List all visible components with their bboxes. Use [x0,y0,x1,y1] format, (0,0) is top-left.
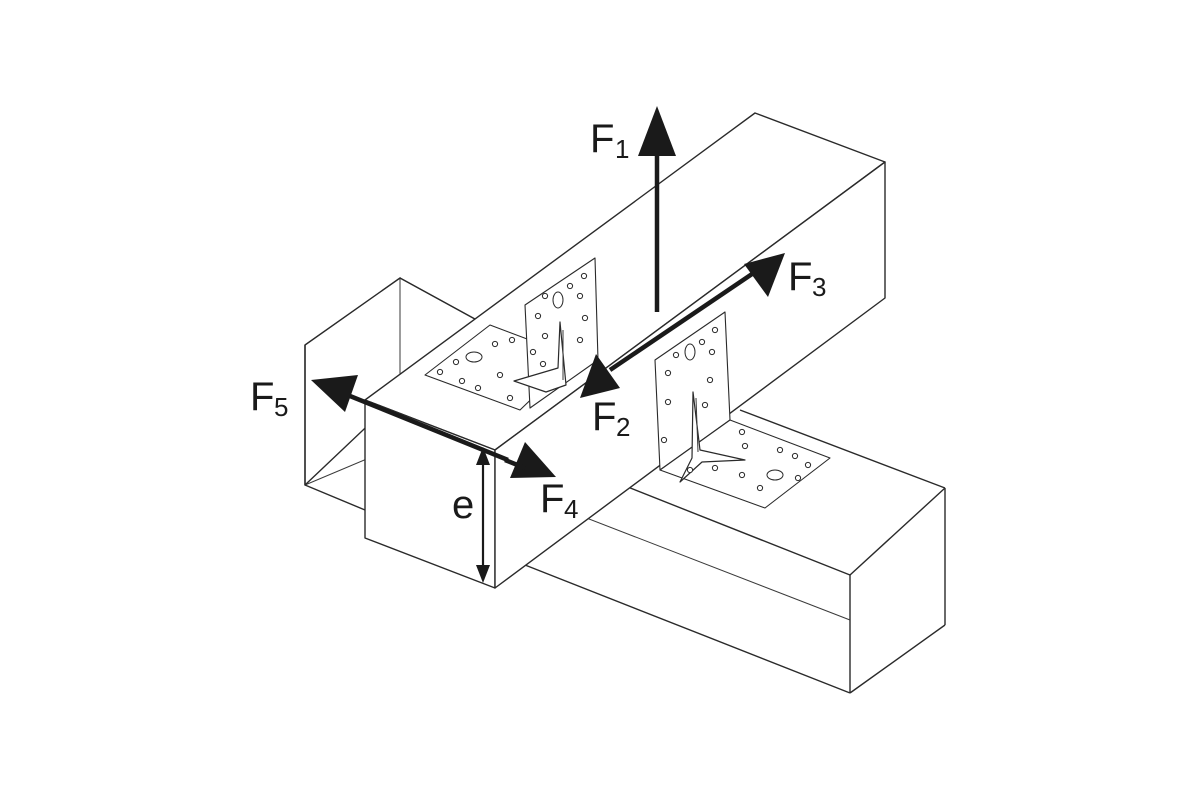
label-f3: F 3 [788,255,826,302]
label-e: e [452,483,474,527]
label-f4: F 4 [540,477,578,524]
force-arrow-f3 [608,253,785,372]
label-f1-main: F [590,117,614,161]
label-f5: F 5 [250,375,288,422]
bracket-holes [436,272,589,402]
label-f4-main: F [540,477,564,521]
force-arrow-f5 [311,375,509,463]
right-angle-bracket [654,311,831,509]
label-f3-main: F [788,255,812,299]
bracket-holes [660,326,812,492]
label-f1-sub: 1 [615,134,629,164]
label-f2-main: F [592,395,616,439]
label-f1: F 1 [590,117,629,164]
label-f2: F 2 [592,395,630,442]
label-f5-main: F [250,375,274,419]
label-f4-sub: 4 [564,494,578,524]
label-f3-sub: 3 [812,272,826,302]
label-f5-sub: 5 [274,392,288,422]
dimension-e [476,447,490,583]
force-arrow-f1 [638,106,676,312]
left-angle-bracket [424,257,599,411]
force-arrow-f4 [504,442,556,478]
label-f2-sub: 2 [616,412,630,442]
force-arrow-f2 [580,354,620,398]
lower-beam [304,277,946,694]
upper-beam [364,112,886,589]
